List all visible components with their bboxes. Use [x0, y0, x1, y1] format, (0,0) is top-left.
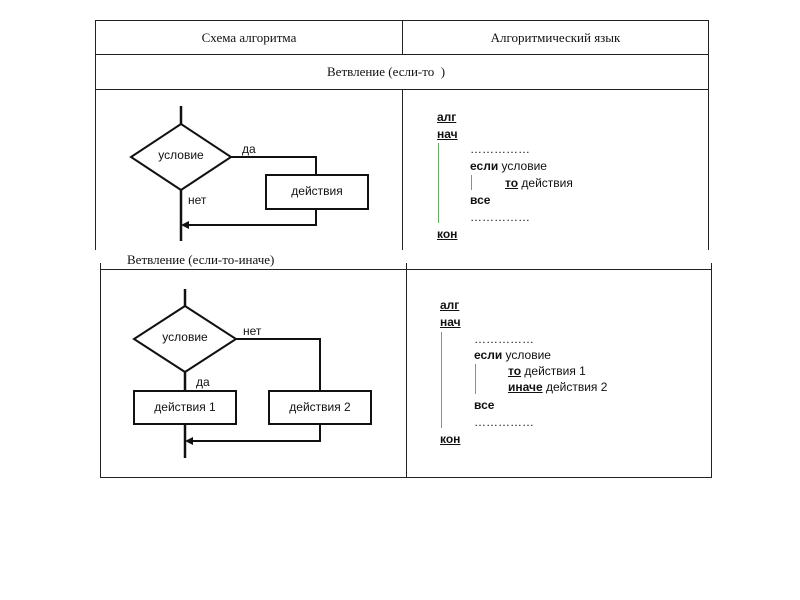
- fc2-condition-label: условие: [162, 330, 208, 344]
- code1-if-text: условие: [498, 159, 547, 173]
- fc2-no-label: нет: [243, 324, 262, 338]
- section2-title: Ветвление (если-то-иначе): [127, 252, 275, 267]
- code2-if-keyword: если: [474, 348, 503, 362]
- code2-nach: нач: [440, 315, 461, 329]
- code2-then-line: то действия 1: [508, 364, 586, 378]
- code2-else-text: действия 2: [542, 380, 608, 394]
- lower-table-column-divider: [406, 263, 407, 478]
- code1-outer-indent-bar: [438, 143, 439, 223]
- code1-kon: кон: [437, 227, 458, 241]
- lower-table-left-border: [100, 263, 101, 478]
- fc1-no-label: нет: [188, 193, 207, 207]
- column-header-language: Алгоритмический язык: [490, 30, 621, 45]
- fc1-yes-branch-line: [231, 156, 317, 175]
- fc2-no-branch-line: [236, 338, 321, 391]
- code2-alg: алг: [440, 298, 460, 312]
- fc1-action-label: действия: [291, 184, 343, 198]
- body-column-divider: [402, 89, 403, 250]
- code1-then-text: действия: [518, 176, 573, 190]
- code1-dots2: ……………: [470, 210, 530, 224]
- code2-if-text: условие: [502, 348, 551, 362]
- code1-dots: ……………: [470, 142, 530, 156]
- fc2-action2-label: действия 2: [289, 400, 351, 414]
- column-header-scheme: Схема алгоритма: [201, 30, 297, 45]
- fc2-action1-label: действия 1: [154, 400, 216, 414]
- fc2-return-line: [188, 424, 321, 442]
- fc1-yes-label: да: [242, 142, 256, 156]
- code1-end-if: все: [470, 193, 491, 207]
- code2-inner-indent-bar: [475, 364, 476, 394]
- code2-dots: ……………: [474, 332, 534, 346]
- fc2-arrow-head: [185, 437, 193, 445]
- code2-dots2: ……………: [474, 415, 534, 429]
- code1-then-line: то действия: [505, 176, 573, 190]
- code2-else-keyword: иначе: [508, 380, 543, 394]
- code1-nach: нач: [437, 127, 458, 141]
- fc1-return-line: [184, 209, 317, 226]
- section1-title: Ветвление (если-то ): [327, 64, 446, 79]
- code1-then-keyword: то: [505, 176, 519, 190]
- code1-inner-indent-bar: [471, 175, 472, 190]
- fc1-arrow-head: [181, 221, 189, 229]
- code2-outer-indent-bar: [441, 332, 442, 428]
- code1-alg: алг: [437, 110, 457, 124]
- code2-then-text: действия 1: [521, 364, 586, 378]
- code2-else-line: иначе действия 2: [508, 380, 607, 394]
- lower-table-right-border: [711, 263, 712, 478]
- fc2-action2-box: [268, 390, 372, 425]
- code2-end-if: все: [474, 398, 495, 412]
- code1-if-keyword: если: [470, 159, 499, 173]
- fc2-yes-label: да: [196, 375, 210, 389]
- code2-if-line: если условие: [474, 348, 551, 362]
- code1-if-line: если условие: [470, 159, 547, 173]
- table-left-border: [95, 20, 96, 250]
- code2-kon: кон: [440, 432, 461, 446]
- fc1-condition-label: условие: [158, 148, 204, 162]
- table-right-border: [708, 20, 709, 250]
- code2-then-keyword: то: [508, 364, 522, 378]
- header-column-divider: [402, 20, 403, 55]
